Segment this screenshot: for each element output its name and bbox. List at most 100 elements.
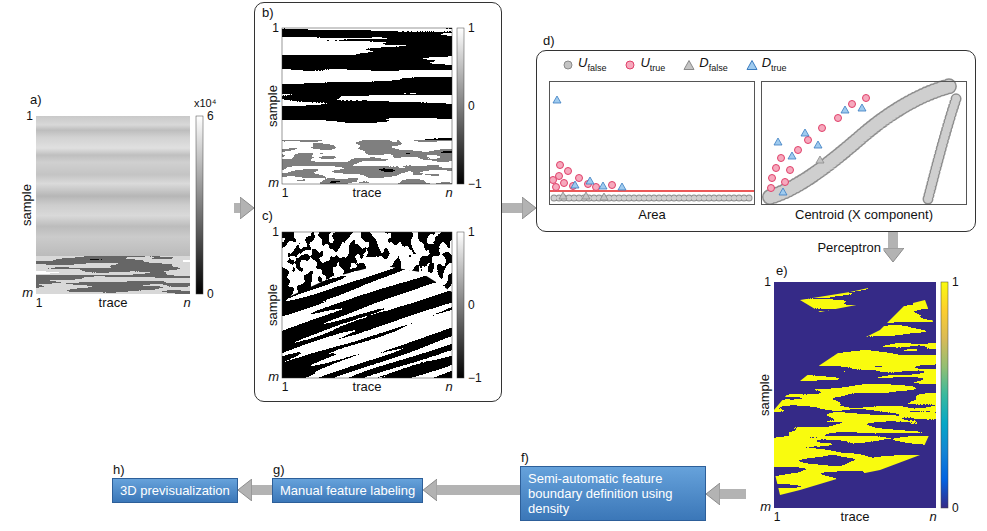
- scatter-plot: Centroid (X component): [761, 81, 967, 205]
- axis-tick: n: [445, 186, 452, 200]
- axis-tick: 1: [282, 380, 289, 394]
- axis-tick: 1: [272, 21, 279, 35]
- legend-symbol: [683, 59, 695, 71]
- threshold-line: [549, 190, 755, 192]
- axis-label: sample: [20, 184, 34, 226]
- colorbar: [196, 116, 203, 294]
- pink-points: [768, 95, 870, 192]
- colorbar-tick: 1: [468, 21, 475, 35]
- colorbar: [457, 28, 464, 184]
- blue-triangles: [553, 96, 626, 190]
- legend-text: Dfalse: [699, 55, 727, 76]
- legend-symbol: [562, 59, 574, 71]
- panel-letter: e): [776, 263, 788, 278]
- axis-tick: m: [268, 370, 279, 384]
- axis-tick: m: [760, 500, 771, 514]
- point-cloud: [928, 96, 957, 199]
- colorbar-tick: 0: [468, 99, 475, 113]
- axis-tick: m: [268, 176, 279, 190]
- circle-marker: [626, 61, 634, 69]
- axis-tick: m: [22, 286, 33, 300]
- point-cloud: [770, 86, 950, 197]
- image-frame: [282, 232, 452, 378]
- axis-tick: 1: [282, 186, 289, 200]
- image-panel: e): [746, 262, 976, 528]
- axis-label: sample: [266, 85, 280, 127]
- axis-tick: n: [183, 296, 190, 310]
- colorbar: [941, 282, 948, 508]
- flow-arrow: [251, 485, 272, 495]
- axis-label: trace: [99, 296, 128, 310]
- colorbar-tick: 6: [207, 109, 214, 123]
- image-panel: a): [12, 92, 234, 320]
- reflector-bands: [36, 256, 190, 294]
- triangle-marker: [747, 61, 757, 70]
- legend-text: Ufalse: [578, 55, 606, 76]
- colorbar-tick: −1: [468, 177, 482, 191]
- group-box: b) c): [254, 2, 502, 402]
- axis-tick: n: [929, 510, 936, 524]
- image-frame: [282, 28, 452, 184]
- axis-tick: 1: [272, 225, 279, 239]
- pink-points: [550, 162, 616, 191]
- axis-tick: 1: [774, 510, 781, 524]
- axis-label: trace: [841, 510, 870, 524]
- colorbar-tick: 0: [468, 298, 475, 312]
- process-box: f)Semi-automatic feature boundary defini…: [520, 466, 706, 521]
- panel-letter: c): [262, 208, 273, 223]
- circle-marker: [564, 61, 572, 69]
- image-panel: b): [260, 5, 496, 203]
- axis-tick: n: [445, 380, 452, 394]
- legend-item: Ufalse: [562, 55, 606, 76]
- plot-title: Area: [638, 207, 665, 222]
- colorbar-tick: 0: [207, 287, 214, 301]
- grey-triangles: [816, 156, 824, 163]
- flow-arrow: [502, 203, 523, 213]
- colorbar-tick: −1: [468, 371, 482, 385]
- legend-item: Utrue: [624, 55, 665, 76]
- colorbar-tick: 1: [468, 225, 475, 239]
- process-text: Semi-automatic feature boundary definiti…: [528, 471, 698, 516]
- feature-class: [774, 282, 936, 508]
- legend-item: Dtrue: [746, 55, 787, 76]
- panel-letter: d): [543, 33, 555, 48]
- legend-symbol: [746, 59, 758, 71]
- panel-letter: a): [30, 92, 42, 107]
- process-box: h)3D previsualization: [112, 478, 238, 503]
- axis-label: sample: [758, 374, 772, 416]
- axis-label: trace: [353, 186, 382, 200]
- legend: Ufalse Utrue Dfalse Dtrue: [562, 55, 787, 76]
- point-cloud: [770, 86, 950, 197]
- colorbar: [457, 232, 464, 378]
- plot-title: Centroid (X component): [795, 207, 933, 222]
- plot-group-box: AreaCentroid (X component)d): [536, 50, 976, 232]
- flow-arrow: [888, 232, 898, 249]
- process-box: g)Manual feature labeling: [272, 478, 423, 503]
- legend-text: Dtrue: [762, 55, 787, 76]
- amplitude-image: [36, 116, 190, 294]
- scatter-area: [549, 96, 755, 200]
- point-cloud: [928, 96, 957, 199]
- attribute-image: [282, 140, 452, 184]
- step-letter: h): [113, 462, 125, 477]
- colorbar-scale: x10⁴: [194, 96, 216, 110]
- axis-tick: 1: [26, 109, 33, 123]
- blue-triangles: [774, 104, 866, 195]
- legend-text: Utrue: [640, 55, 665, 76]
- image-panel: c): [260, 207, 496, 399]
- scatter-centroid: [768, 86, 958, 199]
- grey-triangles: [559, 192, 608, 200]
- dipping-reflectors: [196, 177, 543, 460]
- colorbar-tick: 1: [952, 275, 959, 289]
- edge-label: Perceptron: [815, 240, 883, 255]
- axis-label: trace: [353, 380, 382, 394]
- flow-arrow: [234, 203, 241, 213]
- colorbar-tick: 0: [952, 501, 959, 515]
- triangle-marker: [684, 61, 694, 70]
- legend-item: Dfalse: [683, 55, 727, 76]
- background-class: [774, 282, 936, 508]
- panel-letter: b): [262, 5, 274, 20]
- classification-image-e: [774, 282, 948, 508]
- process-text: Manual feature labeling: [280, 483, 415, 498]
